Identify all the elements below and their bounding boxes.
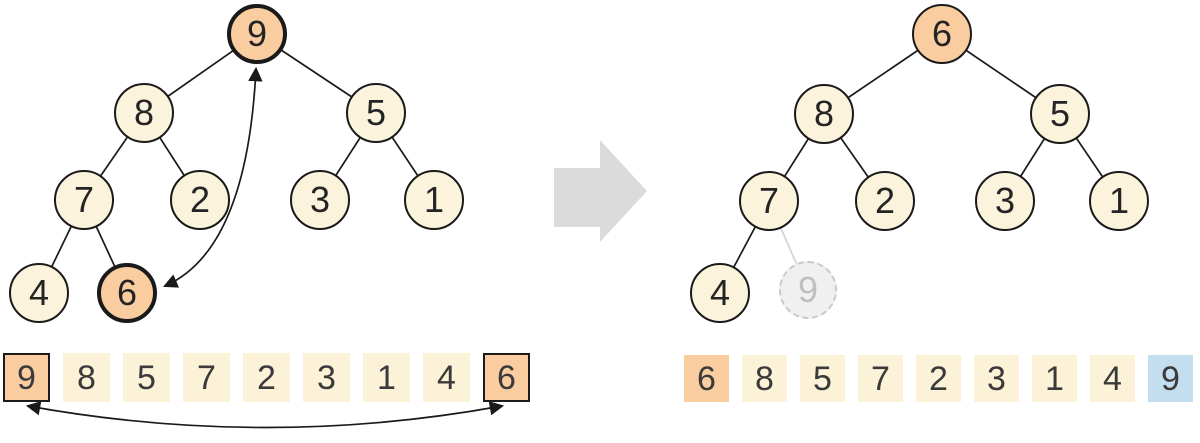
left-tree-node: 2 [170,170,230,230]
right-array-cell-sorted: 9 [1148,355,1193,402]
transition-right-arrow-icon [554,140,647,242]
left-tree-node: 8 [114,83,174,143]
right-tree-node: 1 [1089,171,1149,231]
right-array-cell: 4 [1090,355,1135,402]
left-tree-node: 3 [290,170,350,230]
left-array-cell: 8 [63,353,110,402]
left-array-cell-swap: 6 [483,353,530,402]
left-tree-node-root: 9 [227,4,287,64]
right-array-cell: 3 [974,355,1019,402]
right-tree-node-root: 6 [912,4,972,64]
right-array-cell: 2 [916,355,961,402]
right-array-cell: 5 [800,355,845,402]
left-array-cell-swap: 9 [3,353,50,402]
left-tree-edges [38,33,435,294]
right-array-cell: 1 [1032,355,1077,402]
right-tree-node-removed: 9 [779,261,837,319]
left-tree-node: 1 [404,170,464,230]
left-array-cell: 7 [183,353,230,402]
left-tree-node: 7 [54,170,114,230]
right-tree-node: 5 [1030,84,1090,144]
tree-swap-arrow [163,66,263,288]
right-array-cell: 7 [858,355,903,402]
left-array-cell: 2 [243,353,290,402]
right-tree-node: 7 [739,171,799,231]
left-tree-node: 5 [346,83,406,143]
array-swap-arrow [25,401,505,429]
right-tree-node: 2 [855,171,915,231]
left-tree-node: 4 [9,263,69,323]
left-tree-node-swap-leaf: 6 [97,263,157,323]
left-array-cell: 5 [123,353,170,402]
left-array-cell: 3 [303,353,350,402]
left-array-cell: 4 [423,353,470,402]
right-array-cell-highlight: 6 [684,355,729,402]
right-tree-node: 3 [975,171,1035,231]
right-tree-edges [719,33,1120,294]
left-array-cell: 1 [363,353,410,402]
right-tree-node: 8 [794,84,854,144]
right-tree-node: 4 [690,263,750,323]
right-array-cell: 8 [742,355,787,402]
